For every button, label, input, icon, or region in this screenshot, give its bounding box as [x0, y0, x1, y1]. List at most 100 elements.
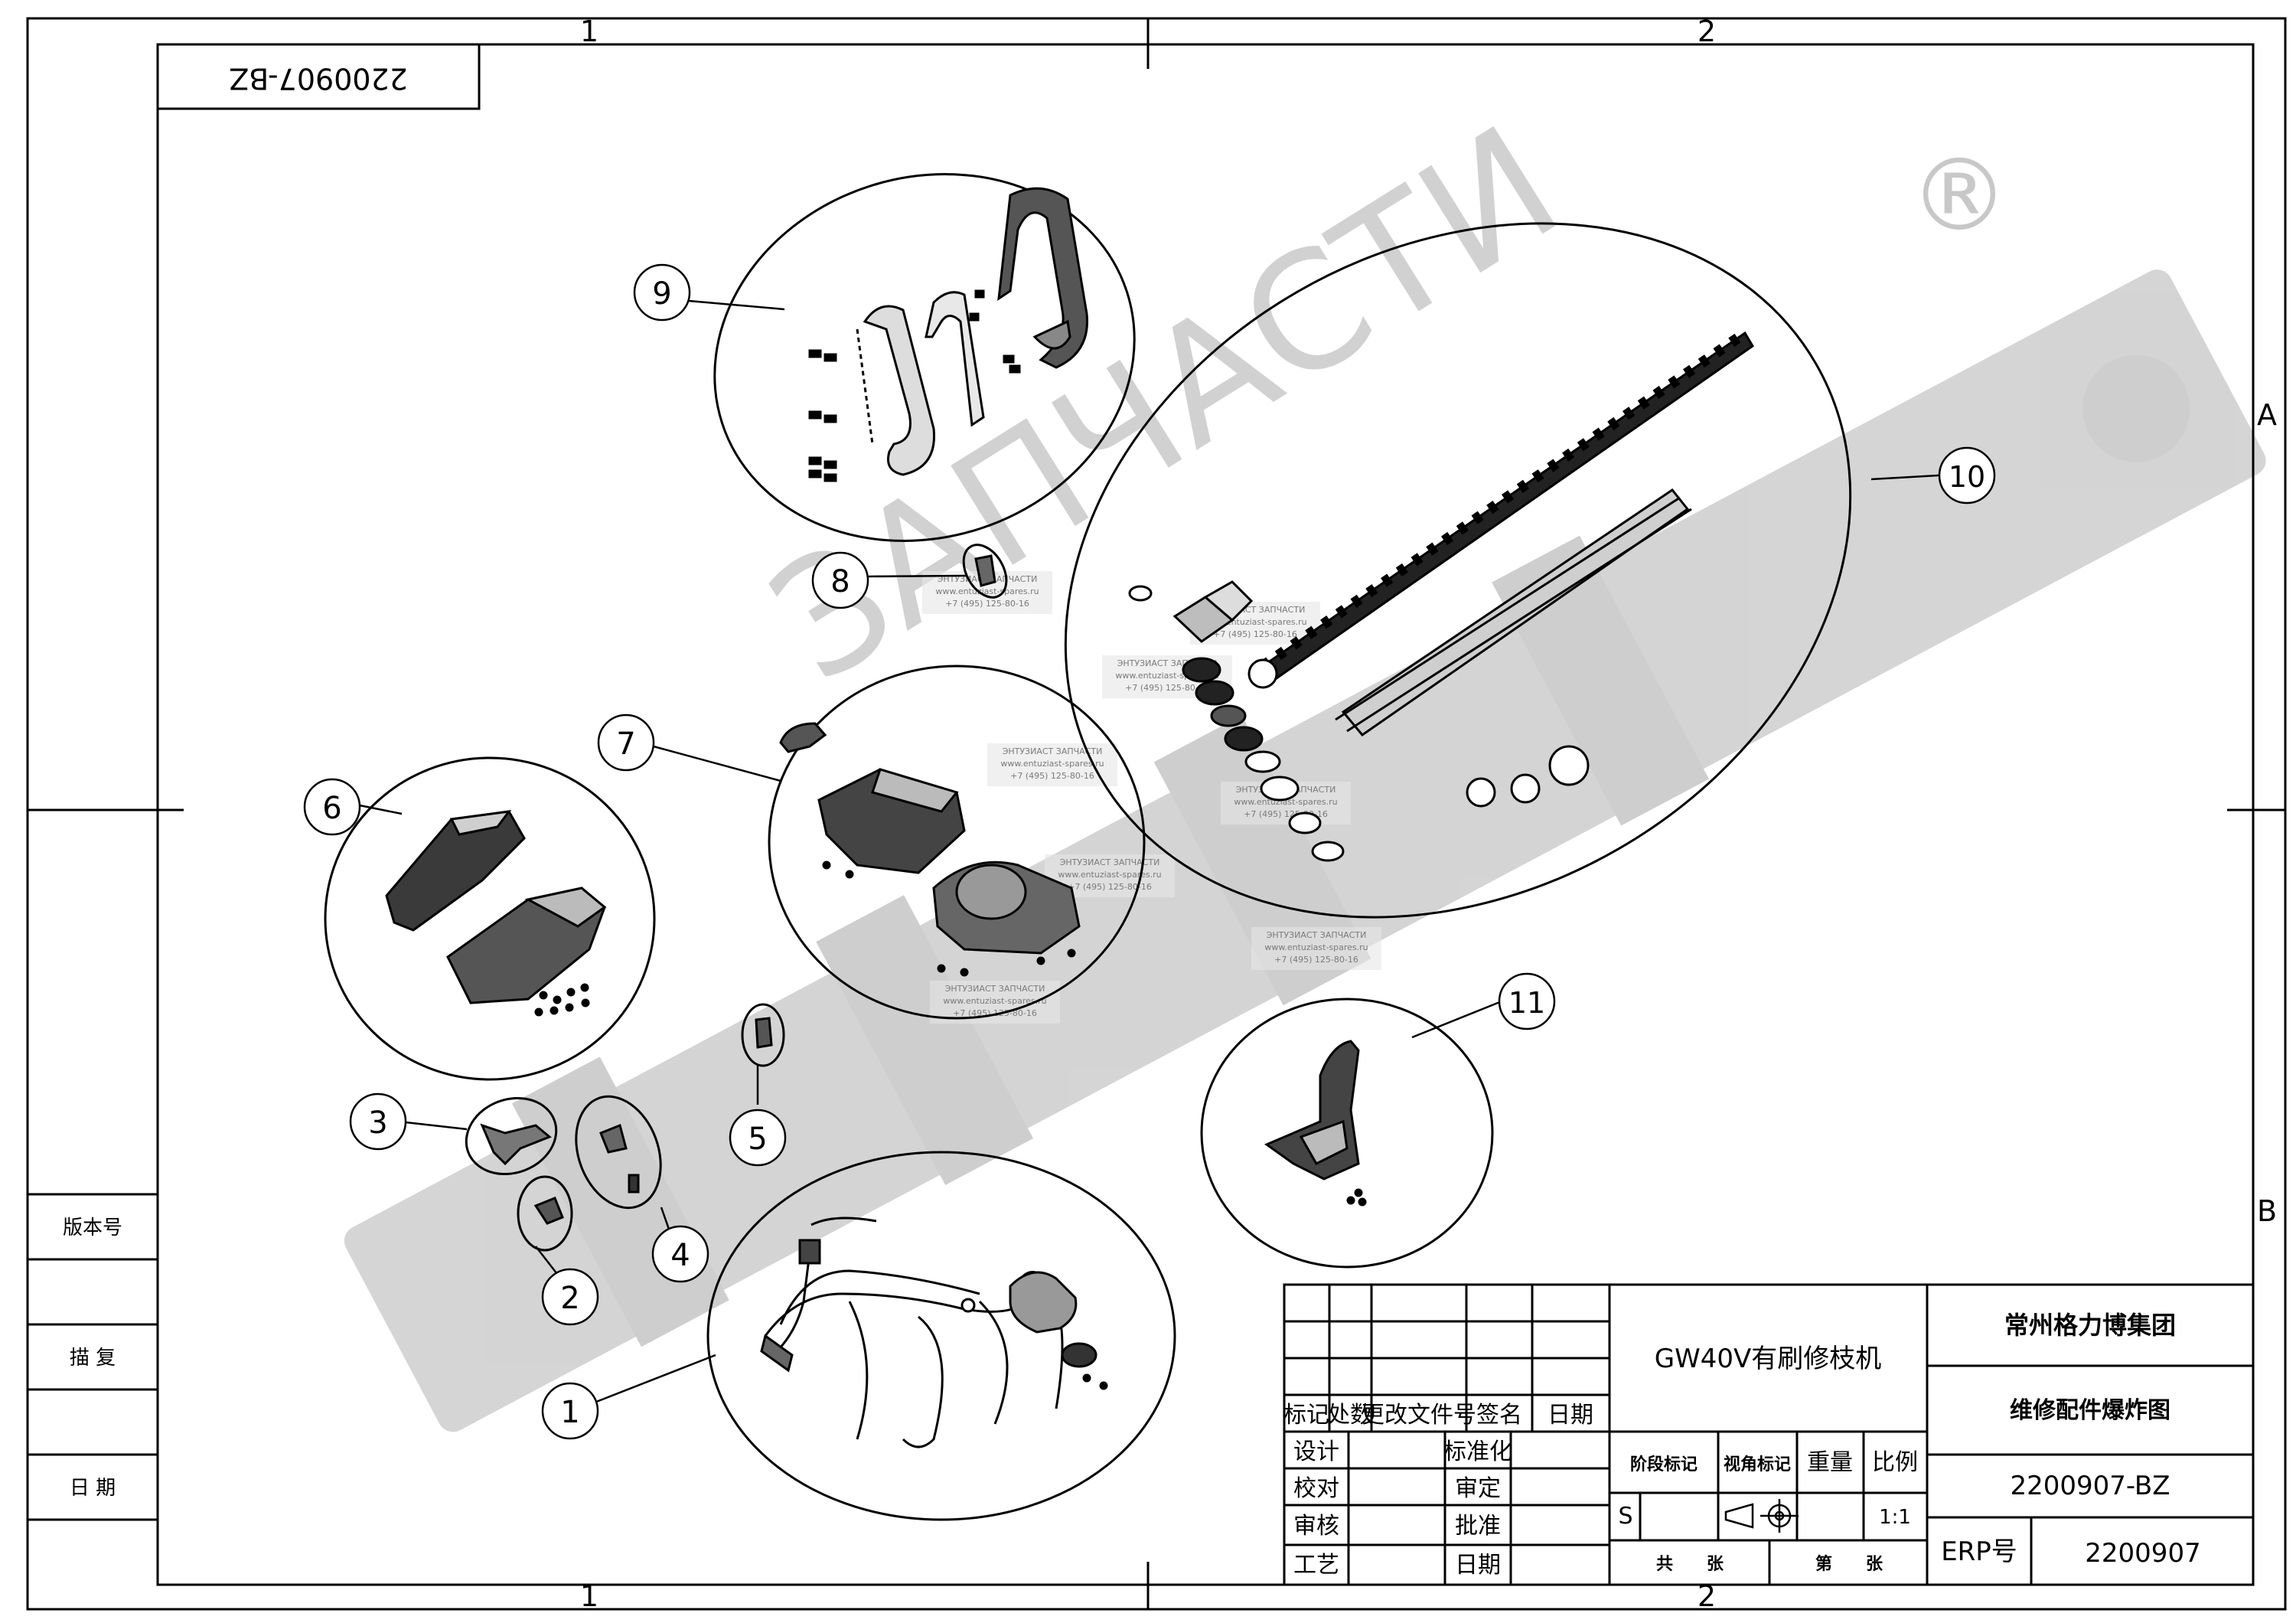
svg-text:10: 10 [1949, 460, 1985, 494]
callout-6: 6 [303, 778, 361, 836]
svg-text:+7 (495) 125-80-16: +7 (495) 125-80-16 [1010, 771, 1094, 781]
svg-text:+7 (495) 125-80-16: +7 (495) 125-80-16 [1213, 629, 1297, 639]
erp-value: 2200907 [2085, 1538, 2200, 1569]
outline-group-4 [575, 1095, 662, 1210]
role-process: 工艺 [1293, 1552, 1339, 1579]
part-group-6-rear-handle [385, 810, 607, 1017]
svg-text:6: 6 [322, 791, 341, 826]
projection-symbol-icon [1724, 1499, 1799, 1533]
stage-mark-label: 阶段标记 [1630, 1455, 1698, 1474]
callout-2: 2 [541, 1268, 599, 1326]
title-block-text: 标记 处数 更改文件号 签名 日期 设计 标准化 校对 审定 审核 批准 工艺 … [1283, 1311, 2201, 1579]
zone-row-b: B [2257, 1194, 2277, 1228]
zone-col-2-top: 2 [1698, 15, 1716, 48]
left-sidebar [28, 1193, 158, 1521]
svg-text:+7 (495) 125-80-16: +7 (495) 125-80-16 [945, 599, 1029, 609]
zone-row-a: A [2257, 398, 2277, 432]
rev-header-doc: 更改文件号 [1362, 1402, 1476, 1429]
part-4-spring [628, 1174, 640, 1194]
part-group-11-hand-guard [1264, 1040, 1367, 1207]
rev-header-count: 处数 [1327, 1402, 1373, 1429]
svg-text:www.entuziast-spares.ru: www.entuziast-spares.ru [1264, 942, 1368, 952]
document-type: 维修配件爆炸图 [2010, 1397, 2170, 1424]
weight-label: 重量 [1807, 1449, 1853, 1476]
svg-text:+7 (495) 125-80-16: +7 (495) 125-80-16 [1274, 955, 1358, 965]
svg-text:ЭНТУЗИАСТ ЗАПЧАСТИ: ЭНТУЗИАСТ ЗАПЧАСТИ [1003, 746, 1103, 756]
callout-3: 3 [349, 1092, 407, 1151]
role-check: 校对 [1293, 1475, 1339, 1502]
callout-7: 7 [597, 714, 655, 772]
part-3-trigger [480, 1123, 552, 1166]
part-group-10-blade [1128, 328, 1754, 862]
drawing-number: 2200907-BZ [2010, 1471, 2170, 1501]
leader-lines [359, 299, 1939, 1406]
svg-text:2: 2 [560, 1281, 579, 1316]
svg-text:+7 (495) 125-80-16: +7 (495) 125-80-16 [1125, 683, 1209, 693]
outline-group-10 [1064, 222, 1852, 919]
outline-group-5 [741, 1003, 785, 1067]
outline-group-8 [962, 544, 1008, 599]
watermark-registered: ® [1910, 137, 2009, 253]
rotated-number-stamp: 2200907-BZ [156, 43, 481, 110]
callout-8: 8 [811, 551, 869, 609]
callout-5: 5 [729, 1109, 787, 1167]
role-design: 设计 [1293, 1438, 1339, 1465]
svg-text:4: 4 [670, 1238, 690, 1273]
rev-header-date: 日期 [1548, 1402, 1593, 1429]
outline-group-7 [768, 665, 1146, 1020]
sidebar-date-label: 日 期 [70, 1477, 116, 1500]
role-date: 日期 [1455, 1552, 1501, 1579]
title-block [1283, 1283, 2255, 1586]
role-standardize: 标准化 [1443, 1438, 1512, 1465]
callout-balloons: 9 10 8 7 6 11 3 5 4 2 1 [303, 263, 1996, 1440]
total-sheets-label: 共 张 [1656, 1555, 1724, 1574]
part-8-clip [974, 554, 996, 587]
callout-4: 4 [651, 1225, 709, 1283]
role-audit: 审核 [1293, 1513, 1339, 1540]
svg-text:ЭНТУЗИАСТ ЗАПЧАСТИ: ЭНТУЗИАСТ ЗАПЧАСТИ [1060, 857, 1160, 867]
svg-text:1: 1 [560, 1395, 579, 1430]
part-4-switch [599, 1123, 628, 1154]
svg-text:www.entuziast-spares.ru: www.entuziast-spares.ru [943, 996, 1046, 1006]
svg-text:ЭНТУЗИАСТ ЗАПЧАСТИ: ЭНТУЗИАСТ ЗАПЧАСТИ [1267, 930, 1367, 940]
svg-text:11: 11 [1508, 986, 1545, 1020]
outline-group-1 [706, 1151, 1176, 1521]
scale-value: 1:1 [1879, 1506, 1911, 1529]
svg-text:8: 8 [830, 564, 850, 599]
scale-label: 比例 [1872, 1449, 1918, 1476]
rev-header-mark: 标记 [1283, 1402, 1329, 1429]
sidebar-version-label: 版本号 [63, 1216, 122, 1239]
outline-group-11 [1200, 998, 1494, 1269]
svg-text:7: 7 [616, 727, 635, 762]
zone-col-1-top: 1 [580, 15, 598, 48]
group-outlines [324, 173, 1852, 1521]
role-approve: 批准 [1455, 1513, 1501, 1540]
part-group-9-front-handle [808, 187, 1088, 482]
svg-text:5: 5 [748, 1122, 767, 1157]
company-name: 常州格力博集团 [2004, 1311, 2176, 1340]
sheet-label: 第 张 [1815, 1554, 1883, 1574]
sheet-frame [26, 17, 2287, 1611]
part-group-7-motor-housing [779, 722, 1081, 977]
rev-header-sign: 签名 [1476, 1402, 1522, 1429]
part-5-lock-button [755, 1017, 773, 1049]
callout-11: 11 [1498, 972, 1556, 1030]
sidebar-trace-label: 描 复 [70, 1347, 116, 1370]
svg-text:+7 (495) 125-80-16: +7 (495) 125-80-16 [953, 1008, 1037, 1018]
callout-1: 1 [541, 1382, 599, 1440]
outline-group-6 [324, 756, 656, 1081]
svg-text:+7 (495) 125-80-16: +7 (495) 125-80-16 [1068, 882, 1152, 892]
svg-text:www.entuziast-spares.ru: www.entuziast-spares.ru [1234, 797, 1337, 807]
callout-9: 9 [633, 263, 691, 322]
zone-col-1-bottom: 1 [580, 1579, 598, 1613]
role-review: 审定 [1455, 1475, 1501, 1502]
svg-text:2200907-BZ: 2200907-BZ [229, 62, 408, 96]
svg-text:9: 9 [652, 276, 671, 312]
svg-text:www.entuziast-spares.ru: www.entuziast-spares.ru [1000, 759, 1104, 769]
product-name: GW40V有刷修枝机 [1655, 1344, 1882, 1374]
outline-group-9 [713, 173, 1136, 542]
callout-10: 10 [1938, 446, 1996, 505]
stage-value: S [1618, 1503, 1632, 1530]
svg-text:www.entuziast-spares.ru: www.entuziast-spares.ru [1058, 870, 1161, 880]
